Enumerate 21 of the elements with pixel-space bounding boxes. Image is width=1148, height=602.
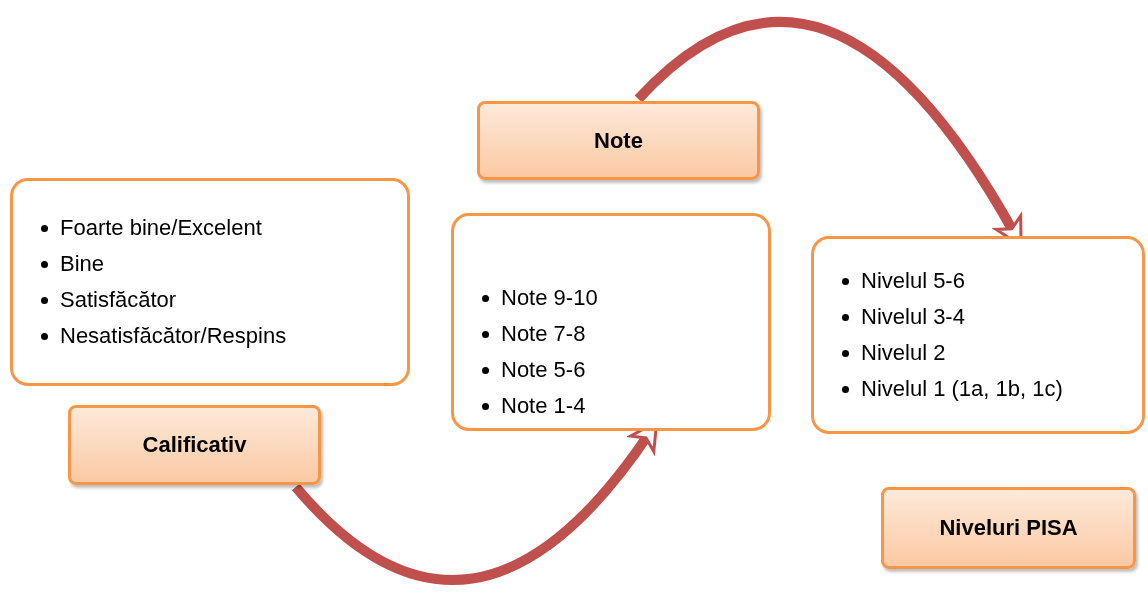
list-item: Note 7-8 <box>501 320 586 348</box>
list-item: Note 1-4 <box>501 392 586 420</box>
heading-text: Note <box>594 127 643 154</box>
list-item: Foarte bine/Excelent <box>60 214 262 242</box>
list-item: Nesatisfăcător/Respins <box>60 322 287 350</box>
list-item: Satisfăcător <box>60 286 177 314</box>
heading-text: Niveluri PISA <box>939 515 1078 541</box>
list-item: Note 9-10 <box>501 284 598 312</box>
list-item: Nivelul 2 <box>861 339 946 367</box>
heading-box <box>477 101 760 180</box>
bullet-list-box <box>451 213 771 431</box>
list-item: Nivelul 1 (1a, 1b, 1c) <box>861 375 1063 403</box>
list-item: Nivelul 3-4 <box>861 303 965 331</box>
heading-box <box>68 405 321 485</box>
list-item: Nivelul 5-6 <box>861 267 965 295</box>
bullet-list-box <box>10 178 410 386</box>
list-item: Bine <box>60 250 105 278</box>
heading-box <box>881 487 1136 569</box>
bullet-list-box <box>811 236 1145 434</box>
heading-text: Calificativ <box>142 432 247 458</box>
list-item: Note 5-6 <box>501 356 586 384</box>
